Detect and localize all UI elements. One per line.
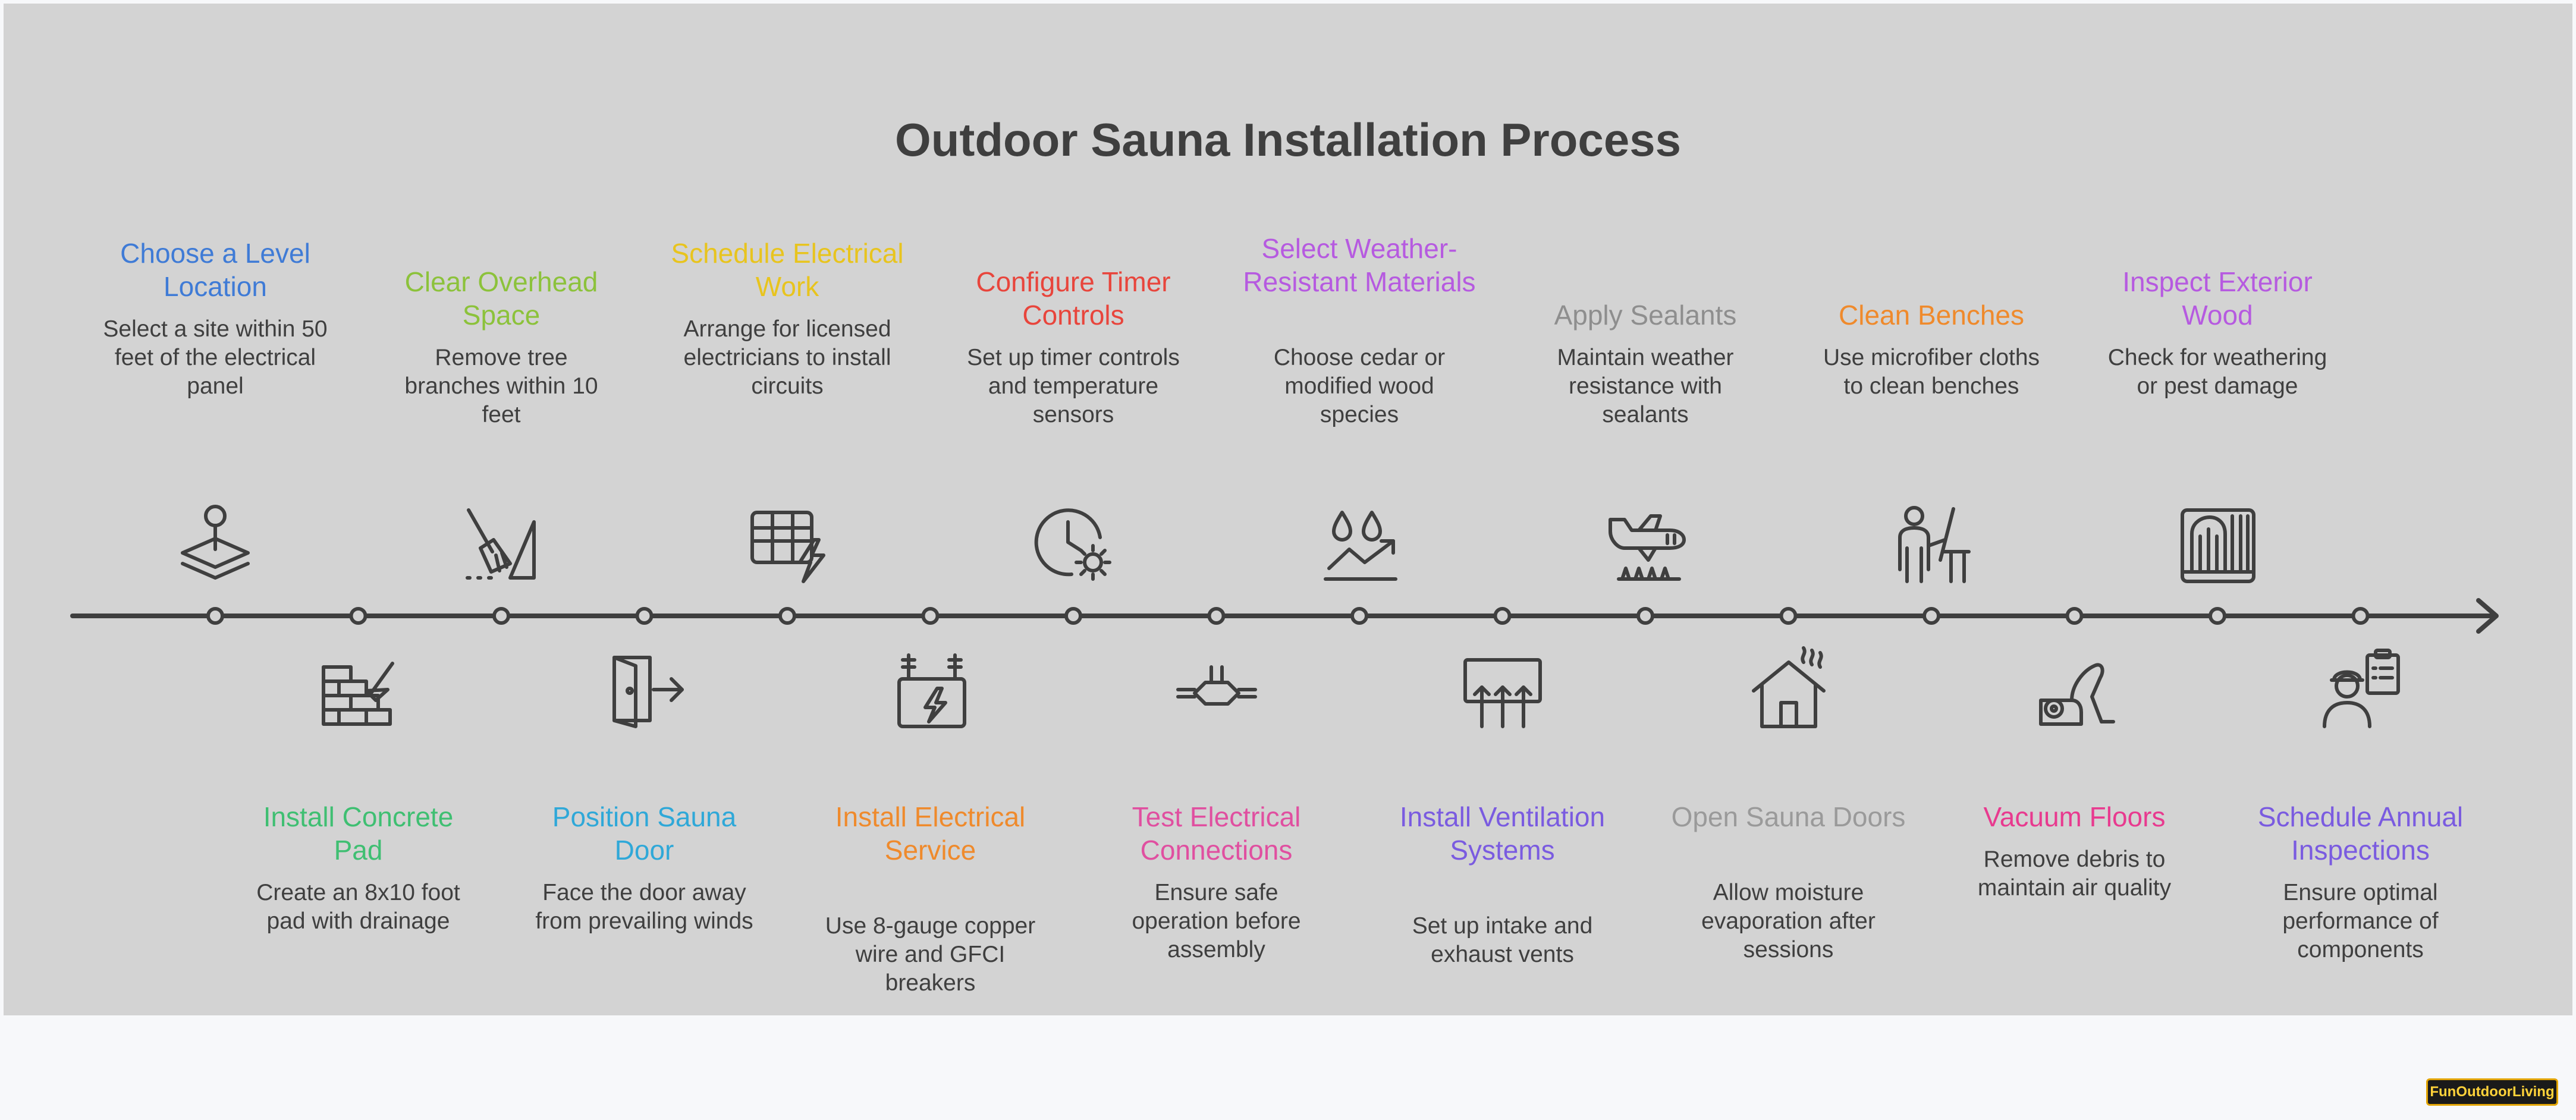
step-title: Vacuum Floors — [1983, 801, 2166, 832]
step-description: Use 8-gauge copper wire and GFCI breaker… — [825, 913, 1036, 996]
step-title: Clean Benches — [1839, 300, 2024, 331]
timeline-arrow-head — [2476, 598, 2499, 634]
step-title: Clear Overhead Space — [404, 266, 598, 331]
step-title: Choose a Level Location — [120, 238, 310, 302]
timeline-marker — [1064, 607, 1082, 625]
timeline-marker — [635, 607, 654, 625]
step-description: Face the door away from prevailing winds — [535, 880, 753, 934]
step-title: Test Electrical Connections — [1132, 801, 1301, 866]
calendar-lightning-icon — [743, 498, 832, 587]
timeline-marker — [1922, 607, 1940, 625]
brand-logo-text: FunOutdoorLiving — [2430, 1084, 2555, 1100]
timeline-marker — [2351, 607, 2370, 625]
step-description: Remove debris to maintain air quality — [1977, 847, 2172, 901]
step-description: Maintain weather resistance with sealant… — [1557, 345, 1734, 427]
clock-gear-icon — [1029, 498, 1118, 587]
brand-logo: FunOutdoorLiving — [2426, 1078, 2558, 1106]
spraying-plane-icon — [1601, 498, 1690, 587]
electrical-service-icon — [886, 643, 975, 732]
step-description: Set up intake and exhaust vents — [1412, 913, 1593, 967]
step-title: Install Ventilation Systems — [1399, 801, 1606, 866]
page-title: Outdoor Sauna Installation Process — [895, 114, 1681, 166]
step-title: Apply Sealants — [1554, 300, 1737, 331]
step-description: Set up timer controls and temperature se… — [967, 345, 1180, 427]
wood-frame-icon — [2173, 498, 2262, 587]
brick-trowel-icon — [314, 643, 403, 732]
timeline-marker — [492, 607, 510, 625]
connector-icon — [1172, 643, 1261, 732]
timeline-marker — [1493, 607, 1512, 625]
step-description: Check for weathering or pest damage — [2107, 345, 2327, 399]
vent-icon — [1458, 643, 1547, 732]
step-description: Allow moisture evaporation after session… — [1701, 880, 1876, 962]
timeline-marker — [206, 607, 224, 625]
steam-house-icon — [1744, 643, 1833, 732]
map-pin-layers-icon — [171, 498, 260, 587]
step-description: Remove tree branches within 10 feet — [404, 345, 598, 427]
step-title: Schedule Annual Inspections — [2257, 801, 2464, 866]
step-description: Ensure optimal performance of components — [2282, 880, 2439, 962]
timeline-marker — [1207, 607, 1226, 625]
step-description: Use microfiber cloths to clean benches — [1823, 345, 2040, 399]
step-title: Position Sauna Door — [552, 801, 737, 866]
inspector-clipboard-icon — [2316, 643, 2405, 732]
drops-chart-icon — [1315, 498, 1404, 587]
timeline-marker — [2209, 607, 2226, 625]
timeline-marker — [349, 607, 367, 625]
step-title: Install Electrical Service — [835, 801, 1026, 866]
step-title: Configure Timer Controls — [976, 266, 1171, 331]
step-description: Create an 8x10 foot pad with drainage — [256, 880, 460, 934]
step-title: Select Weather-Resistant Materials — [1243, 233, 1476, 297]
timeline-marker — [1350, 607, 1368, 625]
step-description: Arrange for licensed electricians to ins… — [683, 316, 891, 399]
diagram-panel — [4, 4, 2572, 1015]
timeline-marker — [921, 607, 940, 625]
step-title: Schedule Electrical Work — [671, 238, 904, 302]
rake-icon — [457, 498, 546, 587]
timeline-marker — [2065, 607, 2084, 625]
step-description: Choose cedar or modified wood species — [1273, 345, 1446, 427]
timeline-marker — [1779, 607, 1798, 625]
timeline-marker — [778, 607, 796, 625]
step-title: Install Concrete Pad — [263, 801, 454, 866]
timeline-marker — [1636, 607, 1654, 625]
step-title: Inspect Exterior Wood — [2122, 266, 2313, 331]
step-description: Select a site within 50 feet of the elec… — [103, 316, 328, 399]
step-description: Ensure safe operation before assembly — [1132, 880, 1301, 962]
door-exit-icon — [600, 643, 689, 732]
person-cleaning-icon — [1887, 498, 1976, 587]
step-title: Open Sauna Doors — [1671, 801, 1906, 832]
vacuum-icon — [2030, 643, 2119, 732]
